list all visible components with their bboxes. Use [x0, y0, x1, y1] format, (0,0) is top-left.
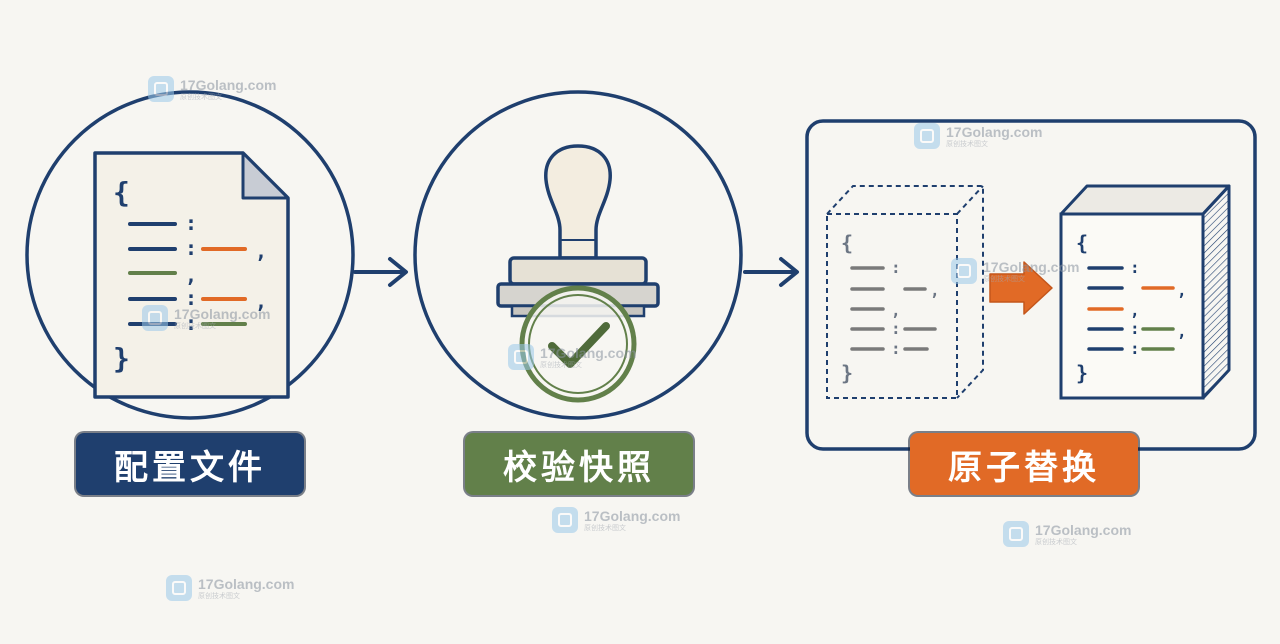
arrow-icon: [353, 257, 408, 287]
new-comma: ,: [1130, 301, 1140, 320]
ghost-open-brace: {: [841, 231, 853, 255]
step-label-text: 校验快照: [503, 447, 655, 488]
config-open-brace: {: [113, 176, 130, 209]
arrow-icon: [743, 257, 799, 287]
step-label-swap: 原子替换: [910, 433, 1138, 495]
swap-arrow-icon: [989, 261, 1053, 315]
config-close-brace: }: [113, 342, 130, 375]
ghost-colon: :: [891, 319, 901, 338]
step-label-text: 配置文件: [114, 447, 266, 488]
new-config-box: { : , , : , : }: [1059, 184, 1231, 400]
config-circle: [25, 90, 355, 420]
ghost-close-brace: }: [841, 361, 853, 385]
ghost-comma: ,: [891, 301, 901, 320]
ghost-comma: ,: [930, 281, 940, 300]
ghost-colon: :: [891, 258, 901, 277]
config-colon: :: [185, 286, 197, 310]
config-file-stage: { : : , , : , : }: [25, 90, 355, 420]
step-label-config: 配置文件: [76, 433, 304, 495]
config-file-icon: { : : , , : , : }: [93, 151, 290, 399]
atomic-swap-stage: { : , , : : }: [805, 119, 1257, 451]
config-colon: :: [185, 236, 197, 260]
new-colon: :: [1130, 319, 1140, 338]
ghost-colon: :: [891, 339, 901, 358]
checkmark-icon: [519, 285, 637, 403]
new-comma: ,: [1177, 322, 1187, 341]
config-comma: ,: [255, 289, 267, 313]
snapshot-stage: [413, 90, 743, 420]
snapshot-circle: [413, 90, 743, 420]
step-label-snapshot: 校验快照: [465, 433, 693, 495]
new-comma: ,: [1177, 281, 1187, 300]
step-label-text: 原子替换: [948, 447, 1100, 488]
new-colon: :: [1130, 258, 1140, 277]
new-open-brace: {: [1076, 231, 1088, 255]
config-comma: ,: [255, 239, 267, 263]
new-colon: :: [1130, 339, 1140, 358]
config-colon: :: [185, 311, 197, 335]
old-config-ghost: { : , , : : }: [826, 185, 984, 399]
config-comma: ,: [185, 263, 197, 287]
config-colon: :: [185, 211, 197, 235]
new-close-brace: }: [1076, 361, 1088, 385]
